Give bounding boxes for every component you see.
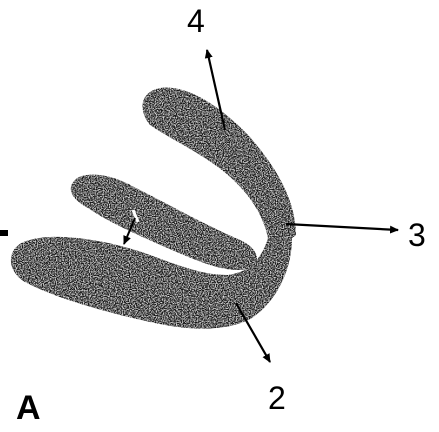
arrow-3 — [286, 224, 398, 230]
panel-label: A — [16, 389, 41, 427]
specimen-body — [11, 88, 296, 329]
label-2: 2 — [268, 380, 286, 416]
label-4: 4 — [187, 3, 205, 39]
edge-tick-mark — [0, 230, 8, 236]
label-3: 3 — [408, 217, 426, 253]
